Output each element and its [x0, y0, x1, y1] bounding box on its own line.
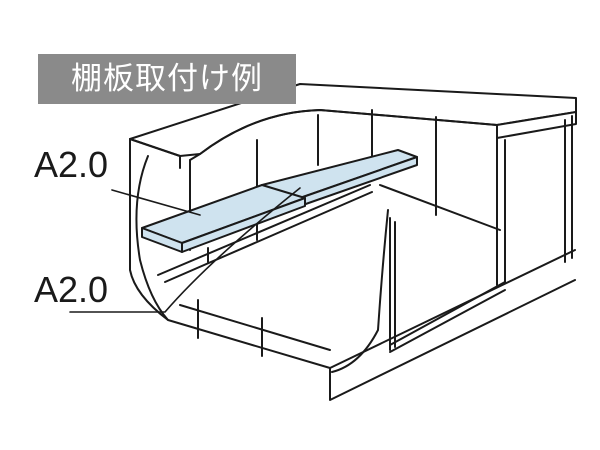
- shelf-label-upper: A2.0: [34, 144, 109, 185]
- leader-lines: [69, 187, 301, 313]
- shelf-lower: [141, 184, 306, 253]
- floor-and-front: [129, 138, 576, 401]
- title-badge: 棚板取付け例: [38, 54, 296, 104]
- sliding-door-frame: [331, 115, 573, 373]
- shelf-label-lower: A2.0: [34, 269, 109, 310]
- back-wall: [199, 109, 501, 231]
